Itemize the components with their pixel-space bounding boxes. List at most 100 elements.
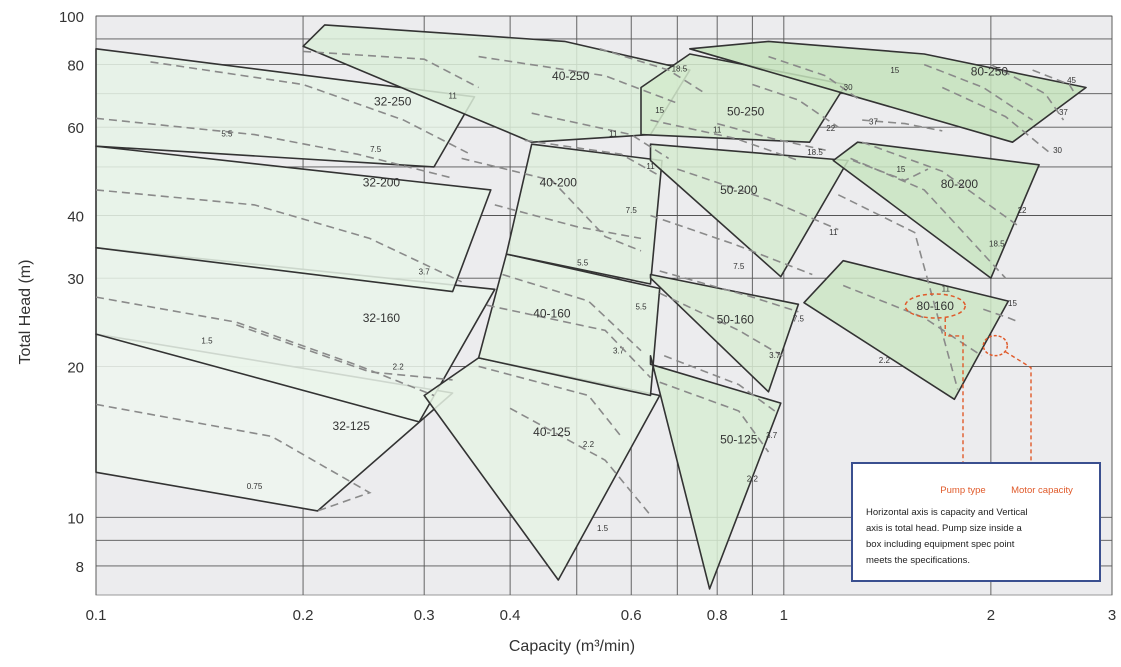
pump-region-label-40-125: 40-125 (533, 425, 571, 439)
motor-curve-label-3: 3.7 (419, 268, 431, 277)
motor-curve-34 (990, 63, 1065, 121)
motor-curve-label-19: 3.7 (769, 351, 781, 360)
y-tick-label-0: 8 (76, 559, 84, 576)
motor-curve-12 (494, 204, 642, 240)
pump-region-label-50-250: 50-250 (727, 104, 765, 118)
motor-curve-label-29: 11 (942, 285, 951, 294)
motor-curve-label-7: 2.2 (583, 440, 595, 449)
motor-curve-9 (502, 273, 642, 352)
motor-curve-0 (95, 403, 372, 512)
note-line-4: meets the specifications. (866, 555, 970, 566)
x-tick-label-0: 0.1 (86, 607, 107, 624)
motor-curve-label-28: 2.2 (879, 356, 891, 365)
x-tick-label-3: 0.4 (500, 607, 521, 624)
motor-curve-label-8: 1.5 (597, 524, 609, 533)
motor-curve-31 (861, 141, 1020, 228)
callout-motor-capacity-label: Motor capacity (1011, 485, 1073, 496)
motor-curve-label-27: 37 (869, 118, 878, 127)
pump-region-label-32-125: 32-125 (333, 419, 371, 433)
motor-curve-3 (95, 189, 462, 283)
pump-region-label-32-160: 32-160 (363, 311, 401, 325)
y-tick-label-5: 60 (67, 120, 84, 137)
motor-curve-label-36: 15 (1008, 299, 1017, 308)
motor-capacity-marker (982, 334, 1009, 357)
motor-curve-8 (509, 407, 652, 516)
motor-curve-label-20: 7.5 (793, 314, 805, 323)
note-line-2: axis is total head. Pump size inside a (866, 523, 1022, 534)
pump-region-80-200 (832, 141, 1040, 279)
motor-capacity-curves: 0.751.52.23.75.57.5112.21.53.75.55.57.51… (95, 48, 1077, 533)
motor-curve-21 (650, 214, 813, 276)
pump-region-32-200 (95, 145, 492, 293)
motor-curve-label-5: 7.5 (370, 145, 382, 154)
pump-region-label-50-125: 50-125 (720, 432, 758, 446)
motor-curve-label-14: 11 (609, 129, 618, 138)
y-tick-label-1: 10 (67, 510, 84, 527)
motor-curve-label-16: 18.5 (672, 64, 688, 73)
motor-curve-label-31: 22 (1018, 206, 1027, 215)
y-axis-title: Total Head (m) (17, 260, 34, 365)
motor-curve-label-22: 11 (829, 228, 838, 237)
motor-curve-label-34: 37 (1059, 108, 1068, 117)
motor-curve-6 (303, 50, 479, 89)
motor-curve-label-37: 15 (890, 66, 899, 75)
note-line-3: box including equipment spec point (866, 539, 1015, 550)
pump-region-50-160 (649, 273, 800, 393)
motor-curve-20 (659, 270, 799, 313)
y-tick-label-4: 40 (67, 209, 84, 226)
pump-region-80-160 (803, 259, 1010, 401)
x-tick-label-7: 2 (987, 607, 995, 624)
motor-curve-label-18: 3.7 (766, 431, 778, 440)
motor-curve-25 (752, 83, 839, 128)
motor-curve-label-11: 5.5 (577, 258, 589, 267)
pump-region-40-160 (477, 253, 661, 397)
motor-curve-24 (716, 122, 826, 151)
x-tick-label-8: 3 (1108, 607, 1116, 624)
motor-curve-15 (478, 55, 678, 104)
motor-curve-label-33: 30 (1053, 146, 1062, 155)
x-tick-label-2: 0.3 (414, 607, 435, 624)
pump-region-label-32-200: 32-200 (363, 176, 401, 190)
motor-curve-label-4: 5.5 (221, 129, 233, 138)
pump-region-80-250 (689, 40, 1087, 143)
motor-curve-30 (850, 157, 1007, 279)
motor-curve-label-15: 15 (655, 106, 664, 115)
pump-region-label-80-200: 80-200 (941, 177, 979, 191)
pump-region-label-40-200: 40-200 (540, 176, 578, 190)
motor-curve-label-24: 18.5 (807, 148, 823, 157)
pump-region-label-40-250: 40-250 (552, 69, 590, 83)
y-tick-label-2: 20 (67, 359, 84, 376)
motor-curve-label-12: 7.5 (626, 206, 638, 215)
motor-curve-label-21: 7.5 (733, 262, 745, 271)
motor-curve-label-9: 3.7 (613, 347, 625, 356)
motor-curve-4 (95, 117, 453, 179)
motor-curve-36 (983, 308, 1020, 323)
motor-curve-22 (677, 168, 839, 231)
callout-pump-type-label: Pump type (940, 485, 985, 496)
motor-curve-33 (941, 86, 1053, 155)
motor-curve-13 (524, 139, 661, 177)
motor-curve-27 (862, 119, 943, 132)
motor-curve-35 (1032, 69, 1076, 95)
motor-capacity-leader (1004, 351, 1032, 481)
x-tick-label-4: 0.6 (621, 607, 642, 624)
callouts (904, 293, 1032, 481)
note-box: Pump type Motor capacity Horizontal axis… (851, 462, 1101, 582)
motor-curve-label-26: 30 (844, 83, 853, 92)
pump-region-50-125 (649, 355, 782, 590)
motor-curve-label-30: 18.5 (989, 239, 1005, 248)
motor-curve-1 (95, 296, 435, 397)
x-tick-label-1: 0.2 (293, 607, 314, 624)
y-tick-label-7: 100 (59, 9, 84, 26)
y-tick-label-6: 80 (67, 58, 84, 75)
pump-region-40-125 (423, 357, 661, 581)
motor-curve-label-0: 0.75 (247, 482, 263, 491)
motor-curve-label-25: 22 (826, 124, 835, 133)
pump-region-label-80-250: 80-250 (971, 64, 1009, 78)
motor-curve-18 (663, 355, 776, 412)
pump-region-label-80-160: 80-160 (917, 299, 955, 313)
motor-curve-29 (837, 194, 959, 390)
pump-region-label-32-250: 32-250 (374, 95, 412, 109)
pump-type-marker (904, 293, 966, 319)
